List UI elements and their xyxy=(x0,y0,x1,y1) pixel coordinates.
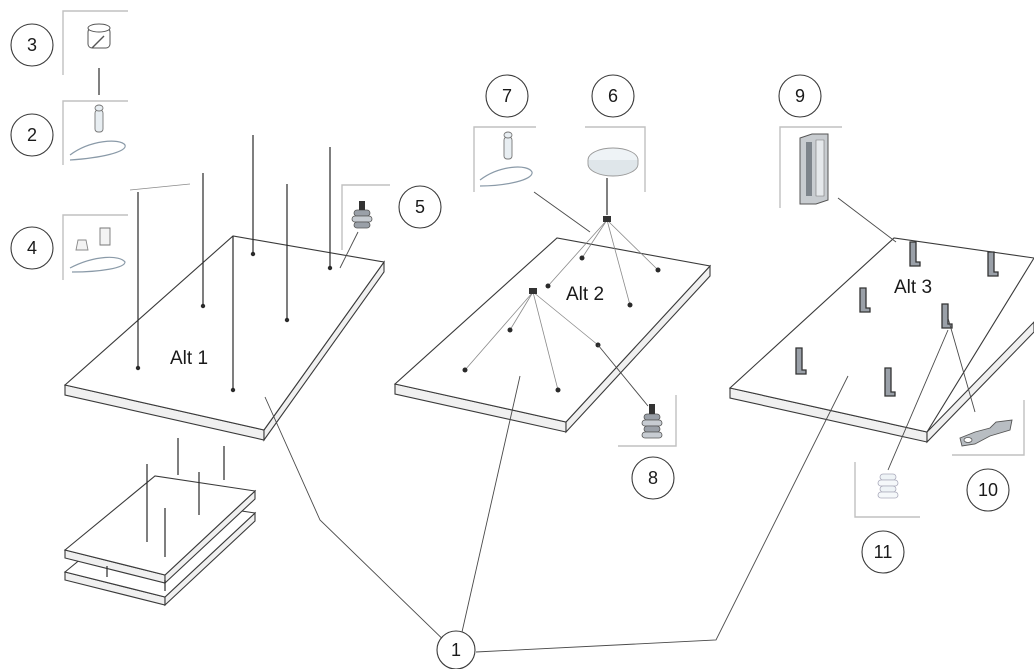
callout-5-label: 5 xyxy=(415,197,425,217)
part-4-group: 4 xyxy=(10,214,128,280)
callout-7-label: 7 xyxy=(502,86,512,106)
part-5-group: 5 xyxy=(339,184,442,269)
callout-2 xyxy=(10,113,54,157)
alt-3-label: Alt 3 xyxy=(894,277,932,298)
part-2-group: 2 xyxy=(10,100,128,165)
alt-3-clips xyxy=(795,241,999,397)
callout-4-label: 4 xyxy=(27,238,37,258)
alt-1-label: Alt 1 xyxy=(170,348,208,369)
alt-3-panel xyxy=(728,237,1034,433)
mounting-strap-icon xyxy=(959,419,1013,447)
callout-9-label: 9 xyxy=(795,86,805,106)
callout-10-label: 10 xyxy=(978,480,998,500)
callout-2-label: 2 xyxy=(27,125,37,145)
spring-hanger-icon xyxy=(641,404,663,439)
callout-9 xyxy=(778,74,822,118)
spring-hanger-icon xyxy=(877,473,899,499)
part-8-group: 8 xyxy=(597,344,677,500)
callout-6 xyxy=(591,74,635,118)
callout-10 xyxy=(966,468,1010,512)
part-3-group: 3 xyxy=(10,10,128,95)
callout-3 xyxy=(10,23,54,67)
gripper-wire-kit-icon xyxy=(69,227,126,273)
callout-1-label: 1 xyxy=(451,640,461,660)
part-9-group: 9 xyxy=(778,74,897,243)
callout-8 xyxy=(631,456,675,500)
part-6-group: 6 xyxy=(585,74,646,215)
alt-2-label: Alt 2 xyxy=(566,284,604,305)
callout-11-label: 11 xyxy=(874,542,893,562)
clip-bracket-icon xyxy=(799,133,829,205)
part-10-group: 10 xyxy=(947,317,1025,512)
alt-1-group: Alt 1 xyxy=(63,135,385,607)
callout-3-label: 3 xyxy=(27,35,37,55)
callout-4 xyxy=(10,226,54,270)
callout-8-label: 8 xyxy=(648,468,658,488)
alt-1-stacked-panels xyxy=(63,438,257,607)
callout-1 xyxy=(436,630,476,669)
spring-hanger-icon xyxy=(351,201,373,229)
alt-1-wires xyxy=(135,135,333,393)
callout-5 xyxy=(398,185,442,229)
alt-2-lower-cables xyxy=(464,288,599,391)
wire-suspension-kit-icon xyxy=(69,104,126,161)
callout-7 xyxy=(485,74,529,118)
alt-2-upper-cables xyxy=(547,216,659,306)
wire-suspension-kit-icon xyxy=(479,131,533,187)
callout-6-label: 6 xyxy=(608,86,618,106)
part-7-group: 7 xyxy=(473,74,591,233)
alt-1-panel xyxy=(63,235,385,431)
alt-2-group: Alt 2 xyxy=(393,216,712,434)
alt-2-panel xyxy=(393,237,712,423)
callout-1-leaders xyxy=(264,375,849,653)
canopy-plate-icon xyxy=(587,147,639,177)
ceiling-hook-icon xyxy=(87,23,111,49)
callout-11 xyxy=(861,530,905,574)
part-11-group: 11 xyxy=(854,329,949,574)
alt-3-group: Alt 3 xyxy=(728,237,1034,444)
